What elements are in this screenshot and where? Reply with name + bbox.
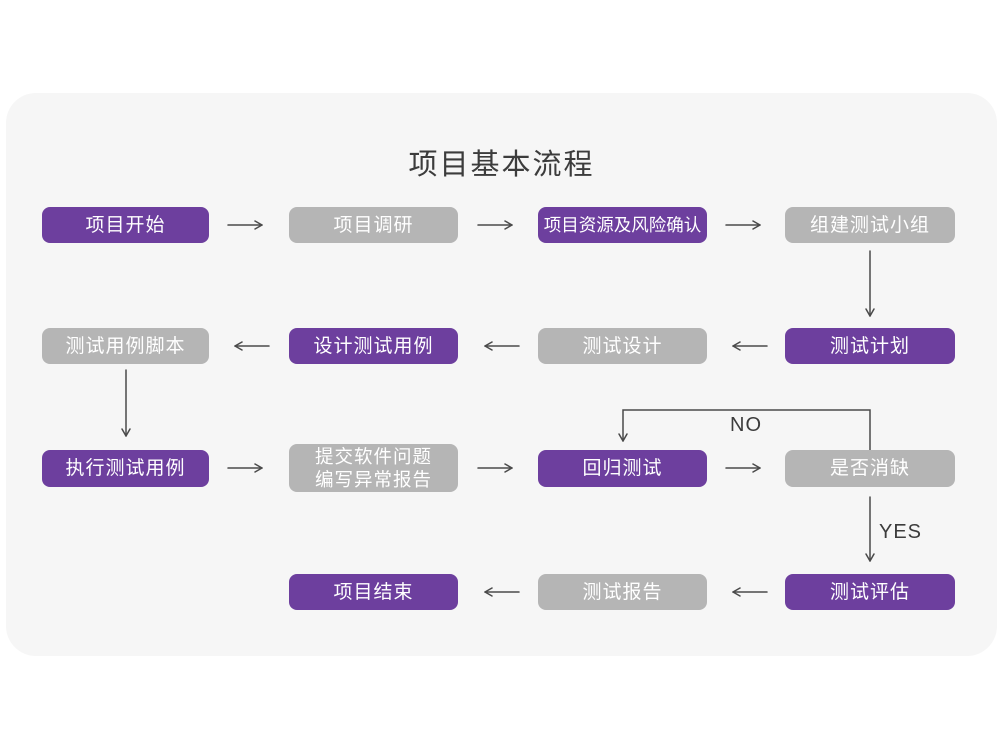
node-design-test-cases: 设计测试用例 (289, 328, 458, 364)
node-test-evaluation: 测试评估 (785, 574, 955, 610)
node-defect-cleared: 是否消缺 (785, 450, 955, 487)
node-label: 测试设计 (582, 335, 663, 357)
node-label: 测试计划 (829, 335, 910, 357)
node-label: 设计测试用例 (313, 335, 434, 357)
node-label: 项目调研 (333, 214, 414, 236)
node-label: 提交软件问题 编写异常报告 (314, 446, 432, 490)
node-label: 测试报告 (582, 581, 663, 603)
node-label: 项目开始 (85, 214, 166, 236)
no-edge-label: NO (730, 414, 762, 436)
node-run-test-cases: 执行测试用例 (42, 450, 209, 487)
node-label: 项目资源及风险确认 (543, 214, 702, 235)
node-label: 项目结束 (333, 581, 414, 603)
node-resources-risk: 项目资源及风险确认 (538, 207, 707, 243)
node-test-case-script: 测试用例脚本 (42, 328, 209, 364)
node-label: 是否消缺 (829, 458, 910, 479)
node-project-end: 项目结束 (289, 574, 458, 610)
node-test-plan: 测试计划 (785, 328, 955, 364)
node-test-design: 测试设计 (538, 328, 707, 364)
node-project-start: 项目开始 (42, 207, 209, 243)
node-submit-issues: 提交软件问题 编写异常报告 (289, 444, 458, 492)
page-title: 项目基本流程 (408, 149, 595, 181)
node-test-report: 测试报告 (538, 574, 707, 610)
node-label: 执行测试用例 (65, 458, 186, 479)
node-project-research: 项目调研 (289, 207, 458, 243)
node-label: 回归测试 (582, 458, 663, 479)
yes-edge-label: YES (879, 521, 923, 543)
node-build-test-team: 组建测试小组 (785, 207, 955, 243)
flowchart-card (6, 93, 997, 656)
node-label: 组建测试小组 (809, 214, 930, 236)
node-regression-test: 回归测试 (538, 450, 707, 487)
node-label: 测试评估 (829, 581, 910, 603)
node-label: 测试用例脚本 (65, 335, 186, 357)
